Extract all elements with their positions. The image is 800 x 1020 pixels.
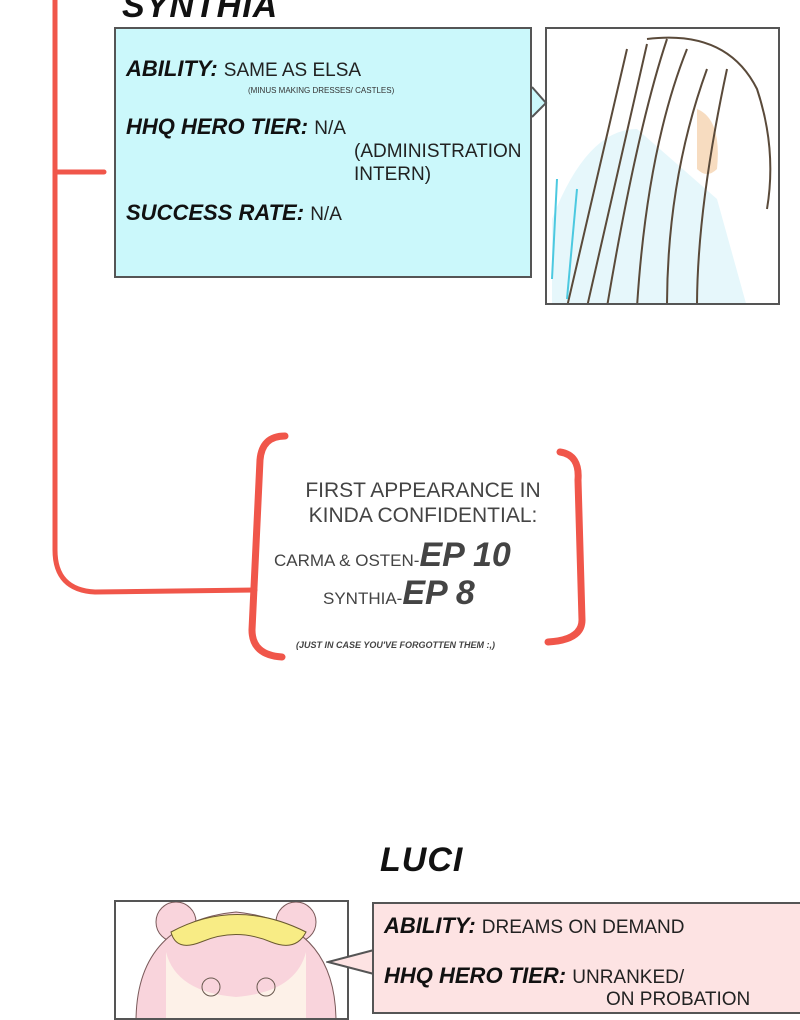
- row2-ep: EP 8: [402, 574, 475, 612]
- synthia-portrait: [545, 27, 780, 305]
- note-row-2: SYNTHIA-EP 8: [323, 576, 475, 610]
- luci-ability-label: ABILITY: [384, 913, 469, 938]
- ability-note: (MINUS MAKING DRESSES/ CASTLES): [248, 86, 395, 95]
- luci-ability-value: DREAMS ON DEMAND: [481, 917, 685, 938]
- tier-note-1: (ADMINISTRATION: [354, 141, 522, 162]
- luci-speech-tail: [326, 949, 375, 975]
- ability-label: ABILITY: [126, 56, 211, 81]
- success-label: SUCCESS RATE: [126, 200, 297, 225]
- synthia-name: SYNTHIA: [122, 0, 279, 25]
- note-line-2: KINDA CONFIDENTIAL:: [308, 504, 538, 527]
- synthia-info-box: ABILITY: SAME AS ELSA (MINUS MAKING DRES…: [114, 27, 532, 278]
- first-appearance-note: FIRST APPEARANCE IN KINDA CONFIDENTIAL:: [268, 478, 578, 528]
- luci-info-box: ABILITY: DREAMS ON DEMAND HHQ HERO TIER:…: [372, 902, 800, 1014]
- luci-tier-note: ON PROBATION: [606, 989, 751, 1010]
- row1-ep: EP 10: [419, 536, 511, 574]
- row2-label: SYNTHIA-: [323, 589, 403, 608]
- luci-portrait: [114, 900, 349, 1020]
- luci-name: LUCI: [380, 841, 464, 879]
- tier-label: HHQ HERO TIER: [126, 114, 301, 139]
- luci-tier-value: UNRANKED/: [572, 967, 685, 988]
- footnote: (JUST IN CASE YOU'VE FORGOTTEN THEM :,): [296, 640, 495, 650]
- row1-label: CARMA & OSTEN-: [274, 551, 420, 570]
- synthia-speech-tail: [531, 86, 548, 118]
- luci-tier-label: HHQ HERO TIER: [384, 963, 559, 988]
- success-value: N/A: [310, 204, 342, 225]
- ability-value: SAME AS ELSA: [223, 60, 362, 81]
- note-row-1: CARMA & OSTEN-EP 10: [274, 538, 511, 572]
- luci-drawing: [135, 902, 337, 1018]
- tier-value: N/A: [314, 118, 346, 139]
- note-line-1: FIRST APPEARANCE IN: [305, 479, 541, 502]
- synthia-drawing: [551, 36, 772, 303]
- tier-note-2: INTERN): [354, 164, 432, 185]
